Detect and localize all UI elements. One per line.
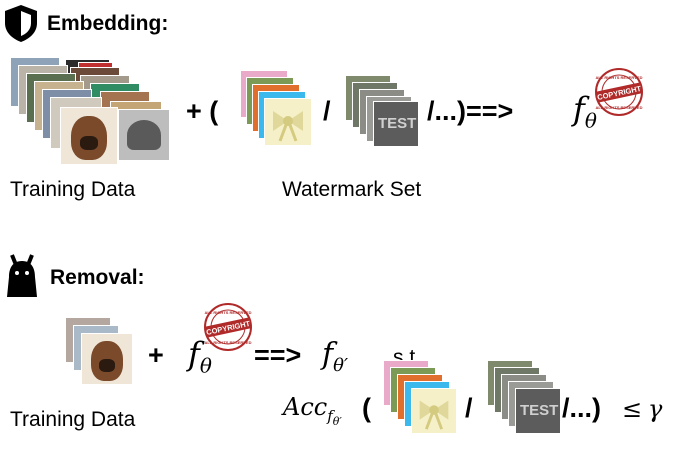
embedding-section: Embedding: Training Data + ( xyxy=(5,5,597,201)
embedding-slash: / xyxy=(323,96,331,126)
training-data-stack xyxy=(10,57,170,167)
removal-watermark-test: TEST xyxy=(487,360,567,440)
bow-image xyxy=(264,98,312,146)
embedding-model-symbol: fθ xyxy=(573,90,597,133)
watermark-set-test: TEST xyxy=(345,75,425,150)
bw-photo xyxy=(118,109,170,161)
watermark-set-colour xyxy=(240,70,320,150)
removal-result-symbol: fθ′ xyxy=(322,337,349,376)
svg-text:ALL RIGHTS RESERVED: ALL RIGHTS RESERVED xyxy=(205,310,252,315)
shield-icon xyxy=(5,5,37,42)
embedding-heading: Embedding: xyxy=(47,12,169,35)
removal-plus: + xyxy=(148,340,164,370)
removal-training-stack xyxy=(65,317,135,387)
watermark-set-caption: Watermark Set xyxy=(282,178,422,201)
accuracy-paren-open: ( xyxy=(362,393,371,423)
removal-copyright-stamp-icon: COPYRIGHT ALL RIGHTS RESERVED ALL RIGHTS… xyxy=(204,303,252,351)
accuracy-ellipsis-close: /...) xyxy=(562,393,601,423)
removal-test-image: TEST xyxy=(515,388,561,434)
accuracy-slash: / xyxy=(465,393,473,423)
removal-dog-photo xyxy=(81,333,133,385)
test-image: TEST xyxy=(373,101,419,147)
svg-text:ALL RIGHTS RESERVED: ALL RIGHTS RESERVED xyxy=(596,75,643,80)
copyright-stamp-icon: COPYRIGHT ALL RIGHTS RESERVED ALL RIGHTS… xyxy=(595,68,643,116)
embedding-ellipsis-arrow: /...)==> xyxy=(427,96,514,126)
removal-arrow: ==> xyxy=(254,340,302,370)
accuracy-symbol: Accfθ′ xyxy=(283,393,342,428)
removal-watermark-colour xyxy=(383,360,463,440)
removal-heading: Removal: xyxy=(50,266,145,289)
embedding-plus-paren: + ( xyxy=(186,96,219,126)
embedding-training-caption: Training Data xyxy=(10,178,136,201)
removal-model-symbol: fθ xyxy=(188,335,212,378)
svg-text:ALL RIGHTS RESERVED: ALL RIGHTS RESERVED xyxy=(596,105,643,110)
devil-icon xyxy=(7,254,37,297)
removal-training-caption: Training Data xyxy=(10,408,136,431)
removal-bow-image xyxy=(411,388,457,434)
dog-photo xyxy=(60,107,118,165)
leq-symbol: ≤ xyxy=(622,395,643,423)
svg-text:ALL RIGHTS RESERVED: ALL RIGHTS RESERVED xyxy=(205,340,252,345)
removal-section: Removal: Training Data + fθ ==> fθ′ s.t.… xyxy=(0,245,675,450)
gamma-symbol: γ xyxy=(648,395,663,423)
